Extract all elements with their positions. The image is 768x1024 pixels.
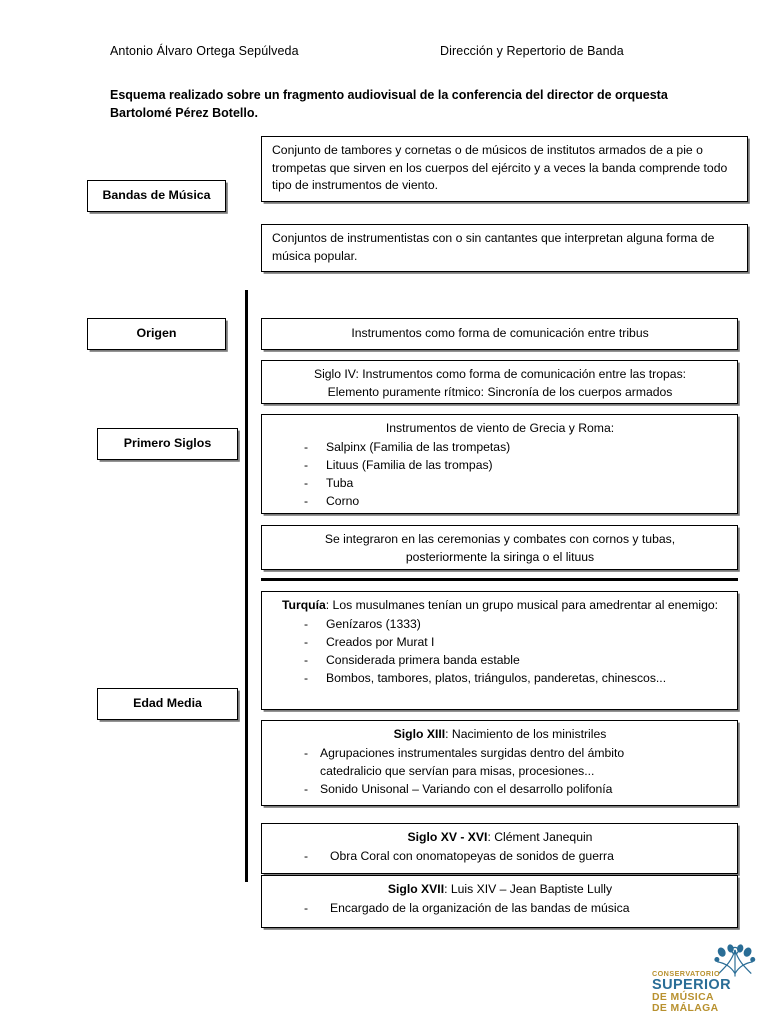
section-divider-edad-media — [261, 578, 738, 581]
box-siglo-xvii-list: Encargado de la organización de las band… — [272, 900, 728, 918]
box-turquia-title-rest: : Los musulmanes tenían un grupo musical… — [325, 598, 719, 612]
box-bandas-definicion-1-text: Conjunto de tambores y cornetas o de mús… — [272, 143, 728, 193]
logo-line-de-musica: DE MÚSICA — [652, 992, 714, 1004]
box-siglo-xv-xvi: Siglo XV - XVI: Clément Janequin Obra Co… — [261, 823, 738, 874]
header-subject: Dirección y Repertorio de Banda — [440, 44, 624, 58]
list-item: Encargado de la organización de las band… — [272, 900, 728, 918]
box-siglo-xv-title: Siglo XV - XVI — [407, 830, 488, 844]
logo-line-de-malaga: DE MÁLAGA — [652, 1003, 719, 1015]
box-origen-tribus: Instrumentos como forma de comunicación … — [261, 318, 738, 350]
list-item: Tuba — [272, 475, 728, 493]
box-origen-tribus-text: Instrumentos como forma de comunicación … — [351, 326, 649, 340]
box-siglo-xvii: Siglo XVII: Luis XIV – Jean Baptiste Lul… — [261, 875, 738, 928]
list-item: Genízaros (1333) — [272, 616, 728, 634]
box-siglo-xv-title-rest: : Clément Janequin — [487, 830, 593, 844]
box-grecia-roma-title: Instrumentos de viento de Grecia y Roma: — [385, 421, 615, 435]
box-bandas-definicion-2-text: Conjuntos de instrumentistas con o sin c… — [272, 231, 715, 263]
box-siglo-iv-line-1: Siglo IV: Instrumentos como forma de com… — [313, 367, 687, 381]
label-edad-media-text: Edad Media — [133, 696, 202, 710]
label-bandas-de-musica-text: Bandas de Música — [102, 188, 211, 202]
box-siglo-xiii: Siglo XIII: Nacimiento de los ministrile… — [261, 720, 738, 806]
box-siglo-xiii-title: Siglo XIII — [393, 727, 446, 741]
list-item: Lituus (Familia de las trompas) — [272, 457, 728, 475]
header-author: Antonio Álvaro Ortega Sepúlveda — [110, 44, 299, 58]
list-item: Considerada primera banda estable — [272, 652, 728, 670]
conservatorio-logo-text: CONSERVATORIO SUPERIOR DE MÚSICA DE MÁLA… — [652, 970, 736, 1015]
intro-paragraph: Esquema realizado sobre un fragmento aud… — [110, 88, 668, 121]
list-item: Creados por Murat I — [272, 634, 728, 652]
list-item: Corno — [272, 493, 728, 511]
label-origen: Origen — [87, 318, 226, 350]
box-ceremonias: Se integraron en las ceremonias y combat… — [261, 525, 738, 570]
list-item: Obra Coral con onomatopeyas de sonidos d… — [272, 848, 728, 866]
box-turquia-title: Turquía — [281, 598, 326, 612]
label-bandas-de-musica: Bandas de Música — [87, 180, 226, 212]
box-siglo-iv: Siglo IV: Instrumentos como forma de com… — [261, 360, 738, 404]
box-siglo-xvii-title-rest: : Luis XIV – Jean Baptiste Lully — [444, 882, 613, 896]
timeline-vertical-rule — [245, 290, 248, 882]
box-grecia-roma: Instrumentos de viento de Grecia y Roma:… — [261, 414, 738, 514]
list-item: Bombos, tambores, platos, triángulos, pa… — [272, 670, 728, 688]
box-ceremonias-line-2: posteriormente la siringa o el lituus — [405, 549, 595, 564]
list-item: Salpinx (Familia de las trompetas) — [272, 439, 728, 457]
logo-line-conservatorio: CONSERVATORIO — [652, 969, 721, 978]
box-siglo-xiii-list: Agrupaciones instrumentales surgidas den… — [272, 745, 728, 799]
logo-line-superior: SUPERIOR — [652, 976, 731, 993]
box-turquia-list: Genízaros (1333) Creados por Murat I Con… — [272, 616, 728, 688]
box-grecia-roma-list: Salpinx (Familia de las trompetas) Lituu… — [272, 439, 728, 511]
box-turquia: Turquía: Los musulmanes tenían un grupo … — [261, 591, 738, 710]
document-header: Antonio Álvaro Ortega Sepúlveda Dirección… — [110, 44, 710, 58]
box-bandas-definicion-2: Conjuntos de instrumentistas con o sin c… — [261, 224, 748, 272]
box-siglo-iv-line-2: Elemento puramente rítmico: Sincronía de… — [327, 384, 673, 399]
box-siglo-xiii-title-rest: : Nacimiento de los ministriles — [445, 727, 607, 741]
list-item: Sonido Unisonal – Variando con el desarr… — [272, 781, 728, 799]
list-item: Agrupaciones instrumentales surgidas den… — [272, 745, 728, 781]
box-siglo-xvii-title: Siglo XVII — [387, 882, 445, 896]
label-origen-text: Origen — [136, 326, 177, 340]
box-bandas-definicion-1: Conjunto de tambores y cornetas o de mús… — [261, 136, 748, 202]
box-siglo-xv-list: Obra Coral con onomatopeyas de sonidos d… — [272, 848, 728, 866]
conservatorio-emblem-icon — [712, 944, 758, 978]
label-edad-media: Edad Media — [97, 688, 238, 720]
label-primero-siglos: Primero Siglos — [97, 428, 238, 460]
label-primero-siglos-text: Primero Siglos — [123, 436, 212, 450]
box-ceremonias-line-1: Se integraron en las ceremonias y combat… — [324, 532, 676, 546]
conservatorio-logo: CONSERVATORIO SUPERIOR DE MÚSICA DE MÁLA… — [648, 944, 760, 1018]
